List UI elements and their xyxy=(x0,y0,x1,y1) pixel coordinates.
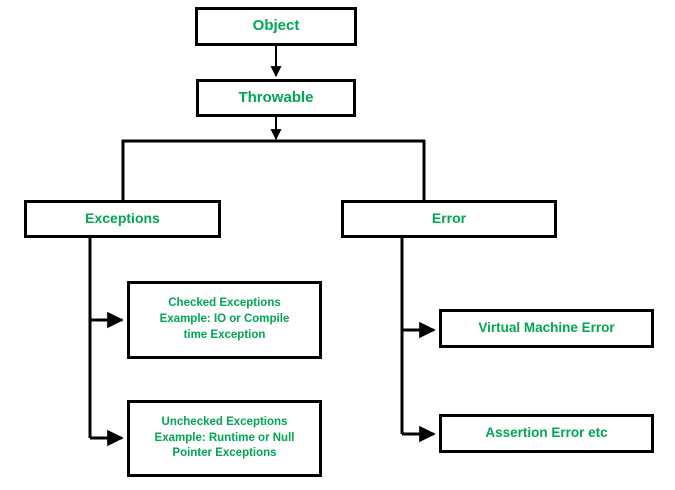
node-assertion-error-label: Assertion Error etc xyxy=(485,425,608,441)
node-unchecked-exceptions-line-2: Example: Runtime or Null xyxy=(154,431,295,444)
node-checked-exceptions-line-2: Example: IO or Compile xyxy=(159,313,290,326)
node-virtual-machine-error-label: Virtual Machine Error xyxy=(478,320,615,336)
node-assertion-error[interactable]: Assertion Error etc xyxy=(439,414,654,453)
node-unchecked-exceptions-line-3: Pointer Exceptions xyxy=(172,447,277,460)
node-unchecked-exceptions-line-1: Unchecked Exceptions xyxy=(161,415,288,428)
node-checked-exceptions[interactable]: Checked Exceptions Example: IO or Compil… xyxy=(127,281,322,359)
node-exceptions[interactable]: Exceptions xyxy=(24,200,221,238)
node-object[interactable]: Object xyxy=(195,7,357,46)
node-throwable[interactable]: Throwable xyxy=(196,79,356,117)
node-virtual-machine-error[interactable]: Virtual Machine Error xyxy=(439,309,654,348)
node-object-label: Object xyxy=(252,17,300,35)
node-error-label: Error xyxy=(431,210,467,227)
node-checked-exceptions-line-3: time Exception xyxy=(183,328,266,341)
node-checked-exceptions-line-1: Checked Exceptions xyxy=(168,297,281,310)
node-error[interactable]: Error xyxy=(341,200,557,238)
node-unchecked-exceptions[interactable]: Unchecked Exceptions Example: Runtime or… xyxy=(127,400,322,477)
node-throwable-label: Throwable xyxy=(238,88,314,106)
node-exceptions-label: Exceptions xyxy=(85,210,160,227)
